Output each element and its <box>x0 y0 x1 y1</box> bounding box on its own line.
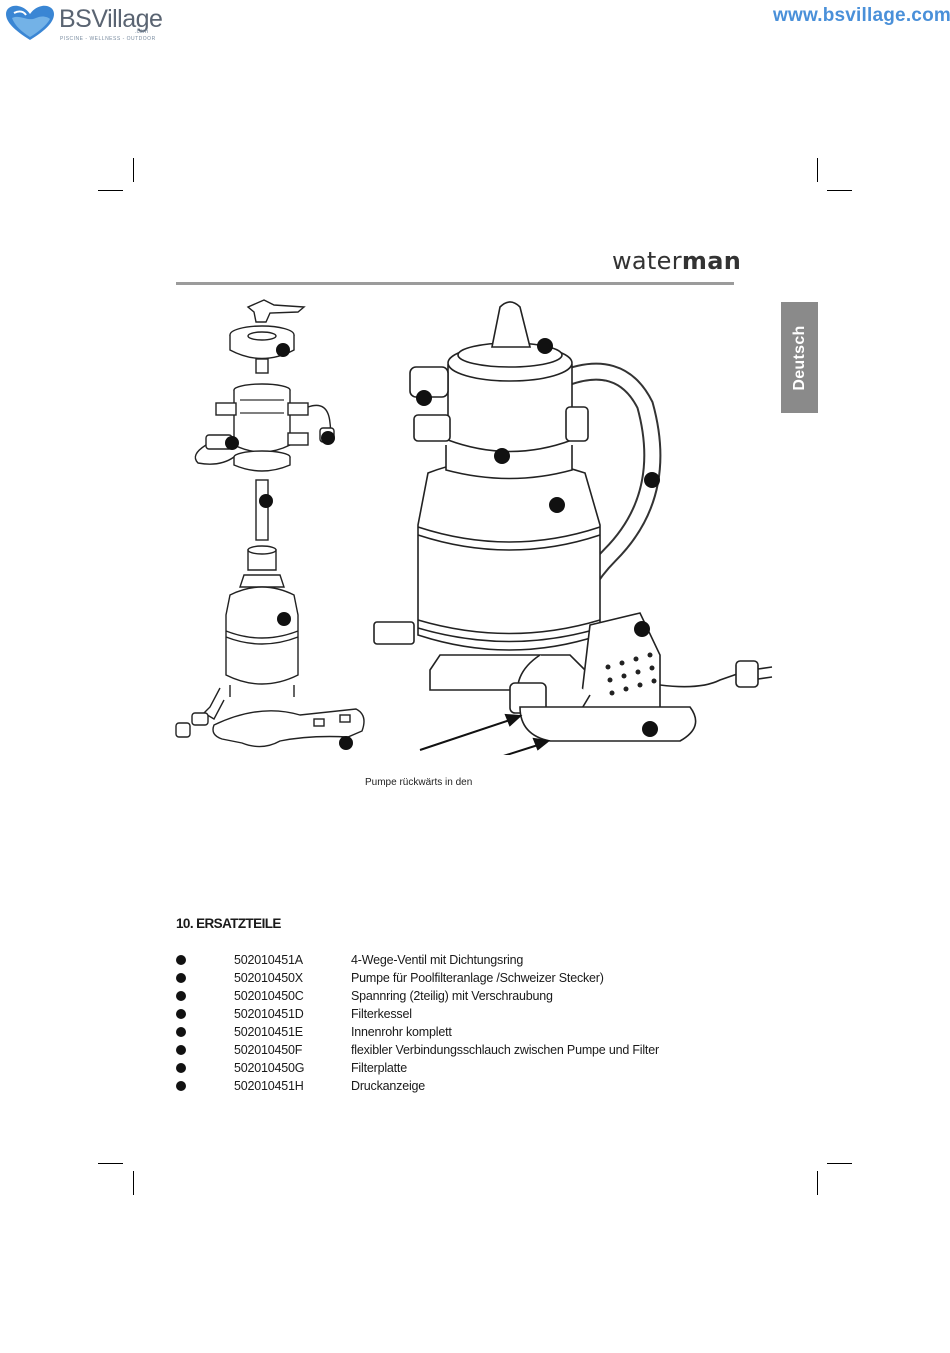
brand-light: water <box>612 247 682 275</box>
part-code: 502010450G <box>234 1061 305 1075</box>
part-description: flexibler Verbindungsschlauch zwischen P… <box>351 1043 659 1057</box>
exploded-view-illustration <box>175 299 365 750</box>
part-description: 4-Wege-Ventil mit Dichtungsring <box>351 953 524 967</box>
bullet-marker <box>176 1063 186 1073</box>
logo-suffix: .com <box>135 29 149 35</box>
section-title: 10. ERSATZTEILE <box>176 916 281 931</box>
brand-bold: man <box>681 247 742 275</box>
part-code: 502010450X <box>234 971 303 985</box>
bullet-marker <box>176 991 186 1001</box>
part-code: 502010451H <box>234 1079 304 1093</box>
part-description: Spannring (2teilig) mit Verschraubung <box>351 989 553 1003</box>
logo-tagline: PISCINE - WELLNESS - OUTDOOR <box>60 36 156 42</box>
part-code: 502010451A <box>234 953 303 967</box>
bullet-marker <box>176 1009 186 1019</box>
heart-logo-icon <box>6 5 54 40</box>
logo-text: BSVillage <box>59 5 163 33</box>
bullet-marker <box>176 1081 186 1091</box>
assembled-filter-illustration <box>373 301 773 755</box>
figure-caption: Pumpe rückwärts in den <box>365 777 473 788</box>
bullet-marker <box>176 1045 186 1055</box>
part-code: 502010450C <box>234 989 304 1003</box>
language-tab-label: Deutsch <box>790 324 808 391</box>
site-url-link[interactable]: www.bsvillage.com <box>773 5 950 26</box>
part-code: 502010451D <box>234 1007 304 1021</box>
header-rule <box>176 282 734 285</box>
bsvillage-logo[interactable]: BSVillage .com PISCINE - WELLNESS - OUTD… <box>4 4 163 44</box>
bullet-marker <box>176 1027 186 1037</box>
part-description: Pumpe für Poolfilteranlage /Schweizer St… <box>351 971 604 985</box>
part-description: Druckanzeige <box>351 1079 426 1093</box>
waterman-brand: waterman <box>612 247 741 275</box>
part-code: 502010450F <box>234 1043 303 1057</box>
bullet-marker <box>176 955 186 965</box>
part-description: Innenrohr komplett <box>351 1025 452 1039</box>
part-description: Filterkessel <box>351 1007 412 1021</box>
bullet-marker <box>176 973 186 983</box>
language-tab[interactable]: Deutsch <box>781 302 818 413</box>
part-description: Filterplatte <box>351 1061 407 1075</box>
part-code: 502010451E <box>234 1025 303 1039</box>
